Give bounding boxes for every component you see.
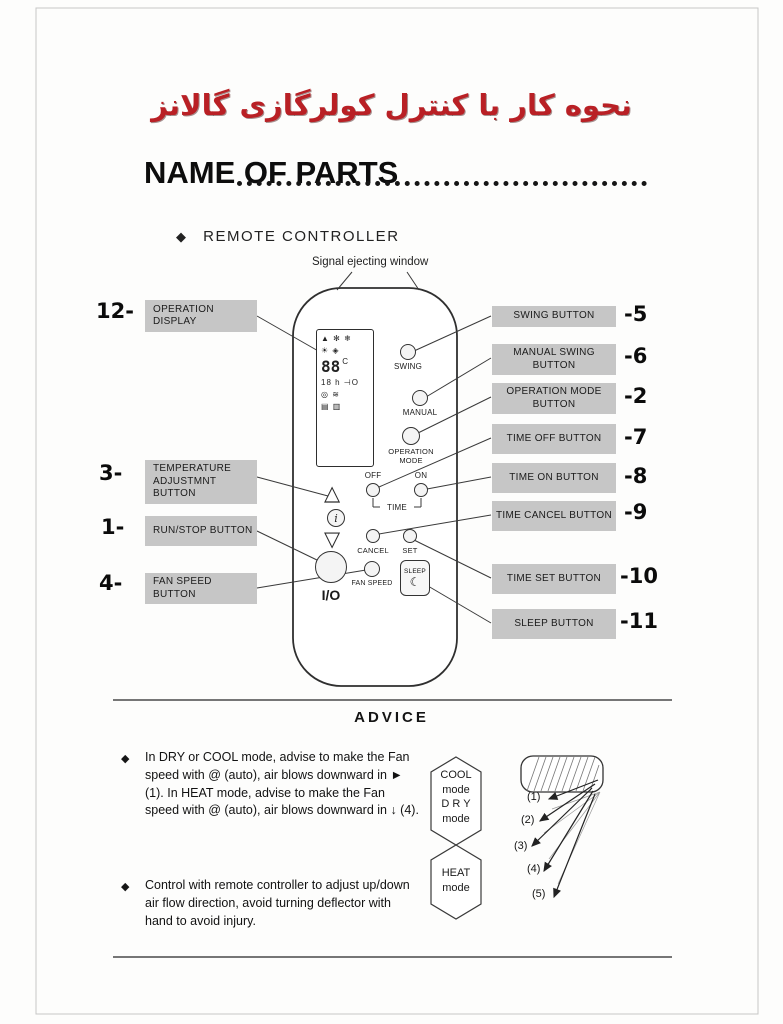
callout-number-7: -7 (624, 425, 648, 449)
callout-label: FAN SPEED BUTTON (153, 576, 212, 600)
operation-mode-button-label: OPERATION MODE (388, 447, 434, 465)
time-set-label: SET (402, 546, 418, 555)
callout-fan-speed: FAN SPEED BUTTON (145, 573, 257, 604)
callout-number-1: 1- (101, 515, 125, 539)
swing-button (400, 344, 416, 360)
callout-temperature-adjust: TEMPERATURE ADJUSTMNT BUTTON (145, 460, 257, 504)
subsection-label: REMOTE CONTROLLER (203, 228, 400, 245)
time-bracket-lines (372, 498, 422, 508)
manual-swing-button-label: MANUAL (402, 408, 438, 417)
callout-time-off-button: TIME OFF BUTTON (492, 424, 616, 454)
callout-number-8: -8 (624, 464, 648, 488)
lcd-celsius-unit: C (342, 357, 350, 367)
callout-number-10: -10 (620, 564, 658, 588)
time-cancel-label: CANCEL (357, 546, 389, 555)
run-stop-label: I/O (321, 587, 341, 603)
callout-number-6: -6 (624, 344, 648, 368)
callout-swing-button: SWING BUTTON (492, 306, 616, 327)
advice-paragraph-2: Control with remote controller to adjust… (145, 878, 410, 928)
callout-label: TIME CANCEL BUTTON (496, 509, 612, 521)
ac-unit-hatching (526, 756, 600, 792)
swing-button-label: SWING (393, 362, 423, 371)
temp-down-button: ▽ (324, 528, 341, 551)
callout-time-cancel-button: TIME CANCEL BUTTON (492, 501, 616, 531)
time-off-label: OFF (364, 471, 382, 480)
connector-lines (256, 271, 492, 624)
callout-label: SLEEP BUTTON (514, 617, 594, 629)
lcd-timer-digits: 18 h ⊣O (321, 378, 359, 388)
bullet-diamond-icon: ◆ (121, 881, 130, 893)
callout-number-3: 3- (99, 461, 123, 485)
fan-speed-label: FAN SPEED (351, 580, 393, 587)
callout-label: SWING BUTTON (513, 310, 595, 322)
callout-label: TEMPERATURE ADJUSTMNT BUTTON (153, 463, 232, 499)
callout-label: TIME ON BUTTON (509, 471, 599, 483)
operation-mode-button (402, 427, 420, 445)
ac-unit-drawing (520, 755, 604, 793)
lcd-mode-icons: ▲ ✻ ❄ (321, 334, 352, 343)
time-label: TIME (387, 503, 407, 512)
callout-number-4: 4- (99, 571, 123, 595)
info-indicator: i (327, 509, 345, 527)
airflow-label-4: (4) (527, 863, 541, 875)
fan-speed-button (364, 561, 380, 577)
airflow-label-1: (1) (527, 791, 541, 803)
callout-number-5: -5 (624, 302, 648, 326)
sleep-label: SLEEP (404, 568, 426, 575)
signal-window-label: Signal ejecting window (312, 256, 429, 268)
run-stop-button (315, 551, 347, 583)
airflow-label-3: (3) (514, 840, 528, 852)
lcd-temperature-digits: 88 (321, 357, 341, 377)
callout-sleep-button: SLEEP BUTTON (492, 609, 616, 639)
page-border (35, 7, 759, 1015)
time-on-label: ON (414, 471, 428, 480)
callout-manual-swing-button: MANUAL SWING BUTTON (492, 344, 616, 375)
manual-swing-button (412, 390, 428, 406)
callout-time-set-button: TIME SET BUTTON (492, 564, 616, 594)
airflow-arrows (531, 779, 599, 899)
time-set-button (403, 529, 417, 543)
heat-mode-label: HEAT mode (441, 867, 471, 894)
advice-paragraph-1: In DRY or COOL mode, advise to make the … (145, 750, 419, 818)
airflow-label-5: (5) (532, 888, 546, 900)
callout-number-12: 12- (96, 299, 134, 323)
callout-label: TIME SET BUTTON (506, 572, 602, 584)
callout-label: MANUAL SWING BUTTON (513, 347, 595, 371)
diamond-icon: ◆ (176, 229, 188, 244)
bullet-diamond-icon: ◆ (121, 753, 130, 765)
callout-run-stop: RUN/STOP BUTTON (145, 516, 257, 546)
callout-time-on-button: TIME ON BUTTON (492, 463, 616, 493)
lcd-fan-bars-icon: ▤ ▥ (321, 401, 342, 411)
callout-operation-display: OPERATION DISPLAY (145, 300, 257, 332)
time-on-button (414, 483, 428, 497)
callout-label: RUN/STOP BUTTON (153, 524, 253, 536)
page-title-farsi: نحوه کار با کنترل کولرگازی گالانز (151, 88, 632, 122)
cool-dry-mode-label: COOL mode D R Y mode (440, 769, 472, 825)
callout-label: OPERATION DISPLAY (153, 303, 214, 328)
advice-heading: ADVICE (354, 709, 429, 726)
callout-number-2: -2 (624, 384, 648, 408)
heat-hexagon (430, 844, 482, 920)
callout-label: OPERATION MODE BUTTON (506, 386, 602, 410)
callout-operation-mode-button: OPERATION MODE BUTTON (492, 383, 616, 414)
subsection-heading: ◆ REMOTE CONTROLLER (176, 228, 400, 245)
airflow-label-2: (2) (521, 814, 535, 826)
lcd-status-icons: ☀ ◈ (321, 345, 340, 355)
temp-up-button: △ (324, 482, 341, 505)
louver-lines (543, 791, 601, 885)
lcd-swing-icon: ◎ ≋ (321, 389, 340, 399)
sleep-button: SLEEP ☾ (400, 560, 430, 596)
moon-icon: ☾ (409, 575, 421, 589)
time-off-button (366, 483, 380, 497)
callout-number-11: -11 (620, 609, 658, 633)
callout-label: TIME OFF BUTTON (506, 432, 602, 444)
dotted-rule (237, 181, 647, 186)
time-cancel-button (366, 529, 380, 543)
callout-number-9: -9 (624, 500, 648, 524)
